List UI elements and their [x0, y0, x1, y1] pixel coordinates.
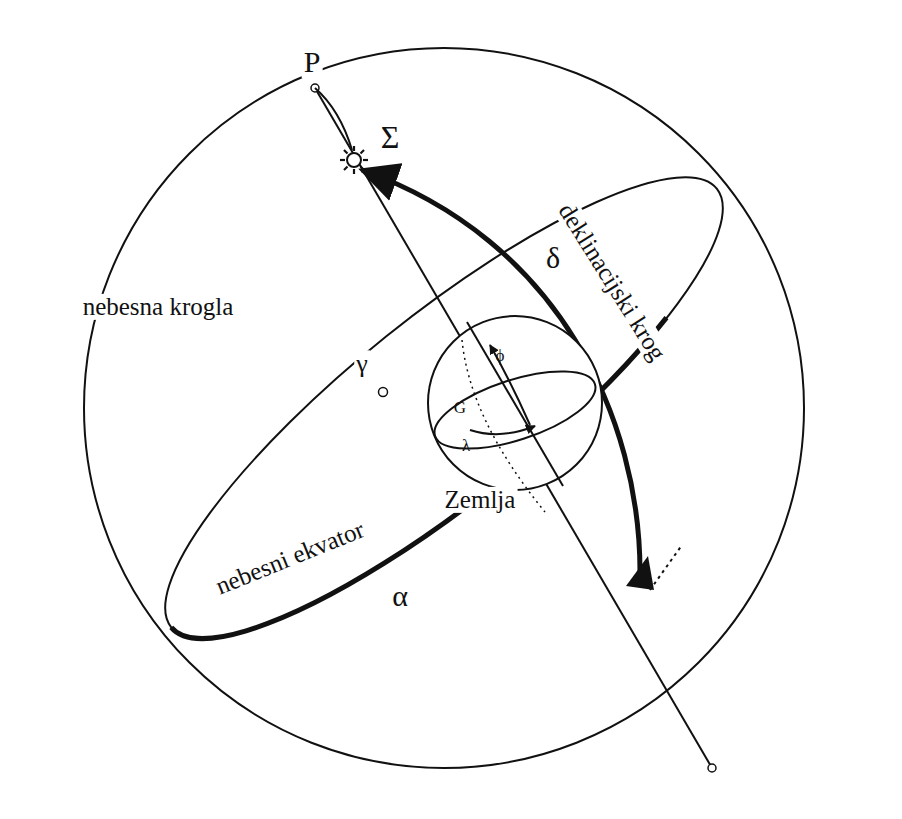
diagram-label: ϕ: [494, 347, 507, 365]
diagram-label: nebesna krogla: [81, 294, 236, 320]
diagram-label: P: [302, 46, 323, 78]
diagram-label: δ: [544, 242, 562, 274]
earth-axis: [467, 322, 563, 486]
hour-circle-arc: [315, 88, 352, 150]
diagram-label: Zemlja: [443, 487, 518, 513]
longitude-arrow: [470, 426, 535, 434]
pole-point: [708, 764, 716, 772]
vernal-equinox-point: [379, 388, 388, 397]
earth: [428, 316, 602, 490]
earth-equator: [426, 356, 604, 465]
diagram-label: nebesni ekvator: [210, 516, 370, 601]
declination-arc: [362, 170, 640, 572]
diagram-label: α: [390, 580, 410, 612]
diagram-label: G: [452, 399, 468, 417]
right-ascension-arc: [171, 264, 680, 699]
diagram-label: deklinacijski krog: [552, 197, 672, 367]
diagram-label: γ: [354, 350, 370, 377]
diagram-label: Σ: [379, 121, 402, 155]
latitude-arrow: [490, 345, 530, 425]
celestial-equator: [114, 117, 775, 699]
right-ascension-arrowhead: [626, 556, 654, 590]
dotted-continuation: [650, 545, 682, 590]
polar-axis: [315, 88, 712, 768]
diagram-label: λ: [460, 437, 472, 455]
celestial-sphere: [84, 48, 804, 768]
star-symbol: [340, 146, 368, 174]
